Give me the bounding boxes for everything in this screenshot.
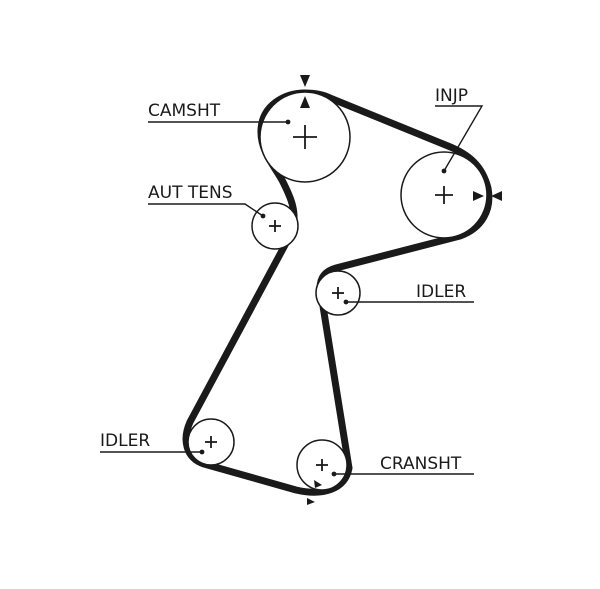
idler-left-pulley <box>187 418 235 466</box>
auto-tensioner-label: AUT TENS <box>148 183 233 203</box>
crankshaft-label: CRANSHT <box>380 454 462 474</box>
idler-left-label: IDLER <box>100 431 150 451</box>
idler-right-pulley <box>315 270 361 316</box>
auto-tensioner-leader <box>148 203 264 217</box>
idler-right-label: IDLER <box>416 282 466 302</box>
camshaft-top-mark-icon <box>300 75 310 87</box>
injection-pump-pulley-mark-icon <box>473 191 484 201</box>
crankshaft-pulley-mark-icon <box>314 480 322 488</box>
camshaft-label: CAMSHT <box>148 101 221 121</box>
crankshaft-pulley <box>296 439 348 491</box>
injection-pump-leader <box>435 105 484 172</box>
auto-tensioner-pulley <box>251 202 299 250</box>
injection-pump-pulley <box>400 151 488 239</box>
camshaft-pulley <box>259 91 351 183</box>
crankshaft-outer-mark-icon <box>307 498 315 505</box>
injection-pump-outer-mark-icon <box>491 191 502 201</box>
injection-pump-label: INJP <box>435 86 468 106</box>
camshaft-pulley-mark-icon <box>300 96 310 108</box>
